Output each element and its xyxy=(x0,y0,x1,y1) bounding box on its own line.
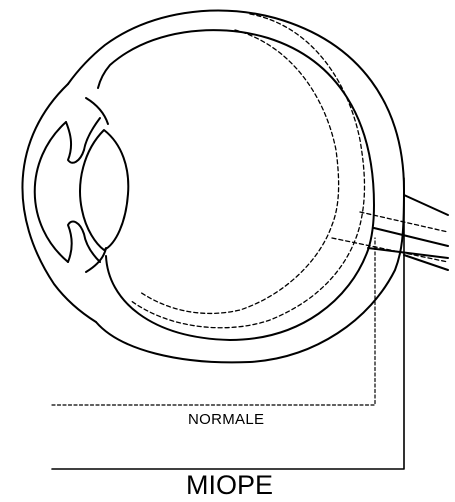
cornea-inner xyxy=(35,122,68,262)
optic-nerve-inner-upper xyxy=(374,228,448,246)
normale-leader-line xyxy=(52,238,375,405)
miope-label: MIOPE xyxy=(186,470,316,501)
optic-nerve-upper xyxy=(404,195,448,215)
normale-label: NORMALE xyxy=(188,411,308,428)
ciliary-body-lower xyxy=(86,248,106,272)
ciliary-body-upper xyxy=(86,98,108,124)
inner-retina-outline xyxy=(98,30,374,340)
outer-sclera-outline xyxy=(68,11,404,363)
normal-eye-outline xyxy=(130,14,448,328)
crystalline-lens xyxy=(80,130,128,250)
cornea-outer xyxy=(22,84,96,322)
